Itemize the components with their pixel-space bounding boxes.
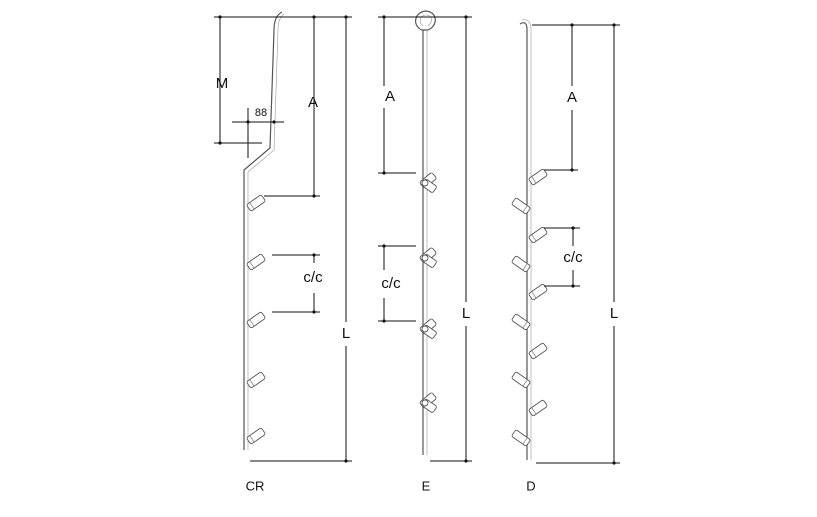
d-cc-label: c/c [563,249,583,266]
d-hanger [511,429,531,447]
d-hanger [511,197,531,215]
cr-l-label: L [342,325,350,342]
e-cc-dimension [378,244,416,323]
e-l-label: L [462,305,470,322]
d-hanger [511,371,531,389]
e-a-label: A [385,88,395,105]
cr-cc-dimension [272,253,320,314]
d-hanger [528,168,548,186]
cr-a-label: A [308,94,318,111]
cr-m-label: M [216,75,229,92]
cr-a-dimension [264,15,320,198]
e-cc-label: c/c [381,275,401,292]
d-rod-inner [521,19,532,460]
d-a-label: A [567,89,577,106]
d-a-dimension [532,23,620,172]
d-hanger [528,399,548,417]
variant-cr: M 88 A c/c [214,11,352,493]
cr-hanger [246,427,266,445]
cr-hanger [246,371,266,389]
e-l-dimension [430,15,472,463]
d-hanger [528,342,548,360]
d-l-dimension [536,23,620,465]
e-hanger [419,247,437,268]
e-a-dimension [378,15,472,175]
cr-m-dimension [214,15,352,145]
cr-rod [243,11,283,450]
cr-hanger [246,194,266,212]
d-rod [519,22,528,460]
d-hanger [511,255,531,273]
e-caption: E [422,478,431,493]
cr-offset-label: 88 [255,107,267,119]
variant-e: A c/c L E [378,10,472,493]
e-hanger [419,172,437,193]
cr-hanger [246,253,266,271]
variant-d: A c/c L D [511,19,620,493]
d-cc-dimension [544,226,580,288]
cr-offset-dimension [232,108,284,158]
e-top-eye [415,10,436,31]
cr-caption: CR [246,478,265,493]
d-l-label: L [610,305,618,322]
d-hanger [528,283,548,301]
e-hanger [419,318,437,339]
cr-hanger [246,311,266,329]
e-hanger [419,392,437,413]
cr-cc-label: c/c [303,269,323,286]
d-caption: D [526,478,535,493]
e-top-eye-inner [419,14,432,27]
cr-rod-inner [247,13,285,450]
d-hanger [511,313,531,331]
d-hanger [528,226,548,244]
cr-l-dimension [250,15,352,463]
